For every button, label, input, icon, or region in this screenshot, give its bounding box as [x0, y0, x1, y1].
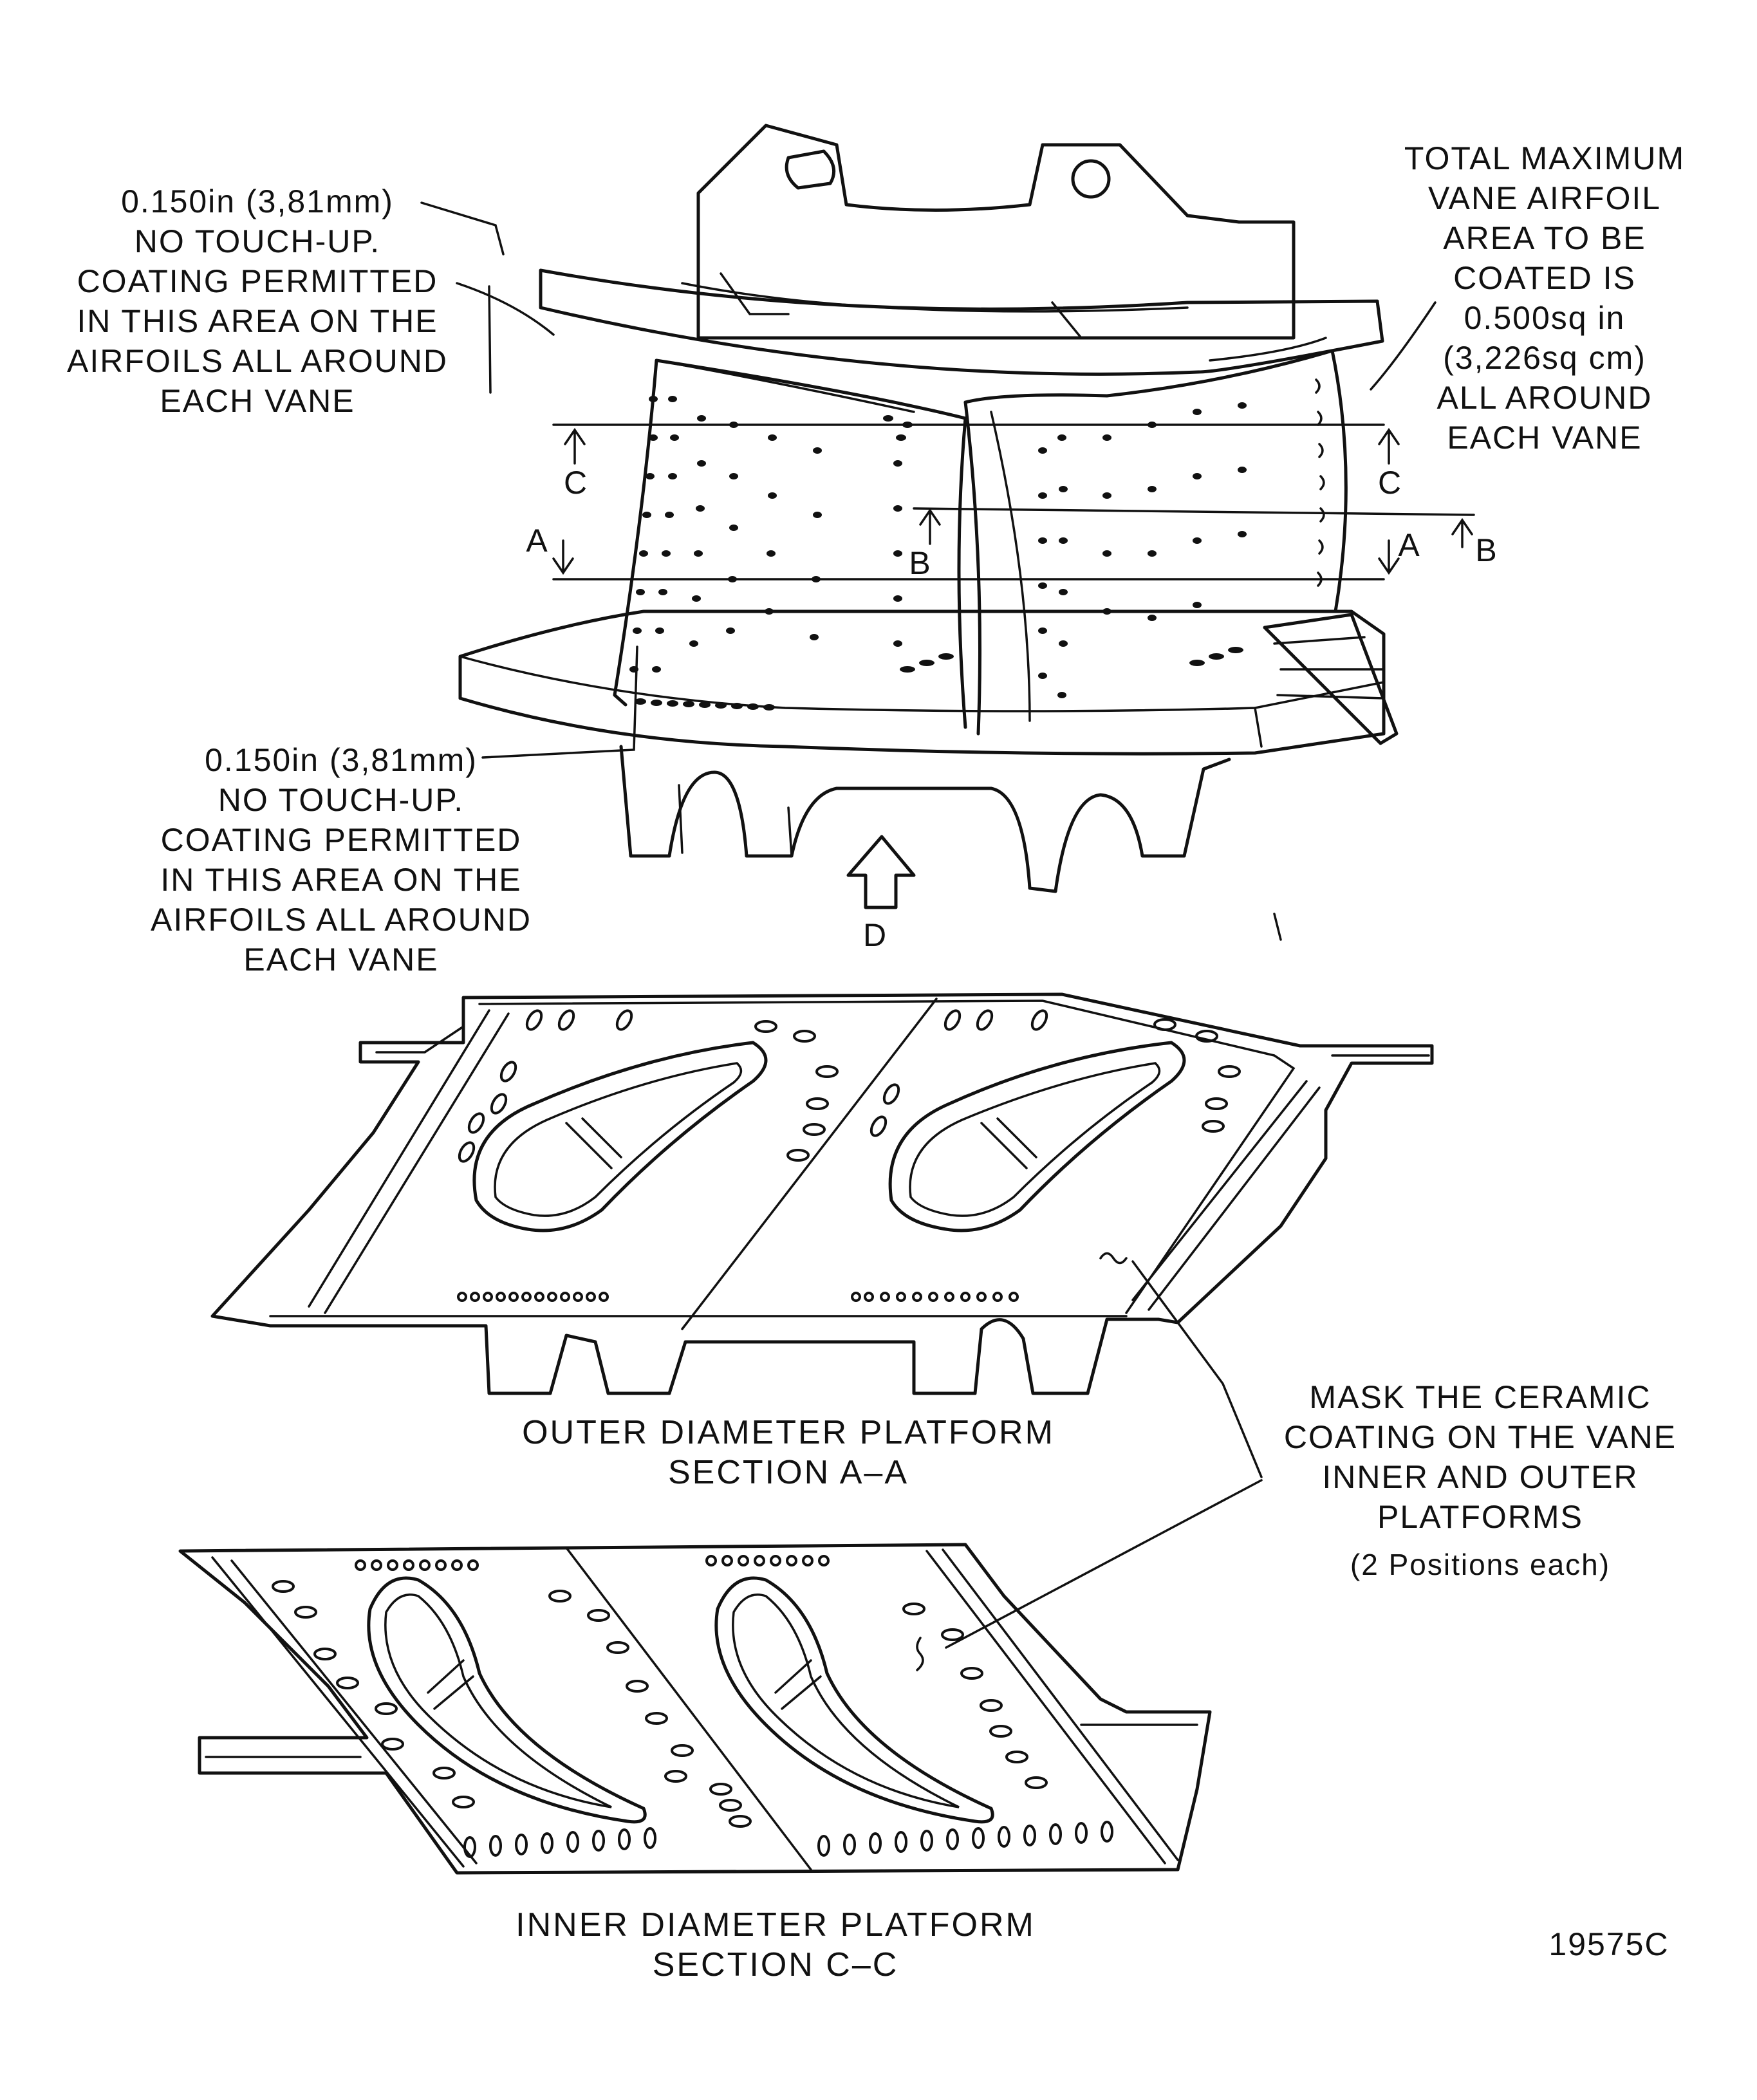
inner-platform-section-c-c	[178, 1260, 1263, 1875]
airfoil-right	[963, 349, 1348, 736]
upper-no-touchup-callout: 0.150in (3,81mm) NO TOUCH-UP. COATING PE…	[67, 183, 448, 419]
lower-no-touchup-callout: 0.150in (3,81mm) NO TOUCH-UP. COATING PE…	[151, 742, 532, 978]
section-b-right-label: B	[1475, 532, 1498, 568]
outer-platform-section-title: OUTER DIAMETER PLATFORM SECTION A–A	[522, 1414, 1055, 1491]
vane-assembly-drawing	[420, 124, 1475, 941]
inner-platform	[458, 609, 1399, 756]
section-c-right-label: C	[1377, 465, 1403, 501]
inner-mounting-hooks	[619, 745, 1231, 893]
callout-leaders	[420, 201, 1436, 941]
max-coated-area-callout: TOTAL MAXIMUM VANE AIRFOIL AREA TO BE CO…	[1404, 140, 1686, 456]
section-a-left-label: A	[526, 523, 549, 559]
figure-number: 19575C	[1548, 1926, 1669, 1962]
inner-platform-section-title: INNER DIAMETER PLATFORM SECTION C–C	[516, 1906, 1036, 1984]
outer-platform	[539, 268, 1384, 376]
airfoil-cooling-holes	[629, 378, 1325, 698]
airfoil-left	[613, 358, 967, 729]
outer-platform-section-a-a	[210, 992, 1434, 1395]
mask-coating-note: MASK THE CERAMIC COATING ON THE VANE INN…	[1283, 1379, 1677, 1535]
section-cut-lines	[552, 423, 1475, 581]
section-c-left-label: C	[563, 465, 589, 501]
view-d-label: D	[862, 917, 888, 953]
section-a-right-label: A	[1398, 527, 1421, 563]
outer-mounting-hooks	[696, 124, 1296, 340]
section-b-left-label: B	[909, 545, 932, 581]
mask-positions-note: (2 Positions each)	[1350, 1548, 1611, 1581]
view-d-arrow	[846, 835, 916, 909]
